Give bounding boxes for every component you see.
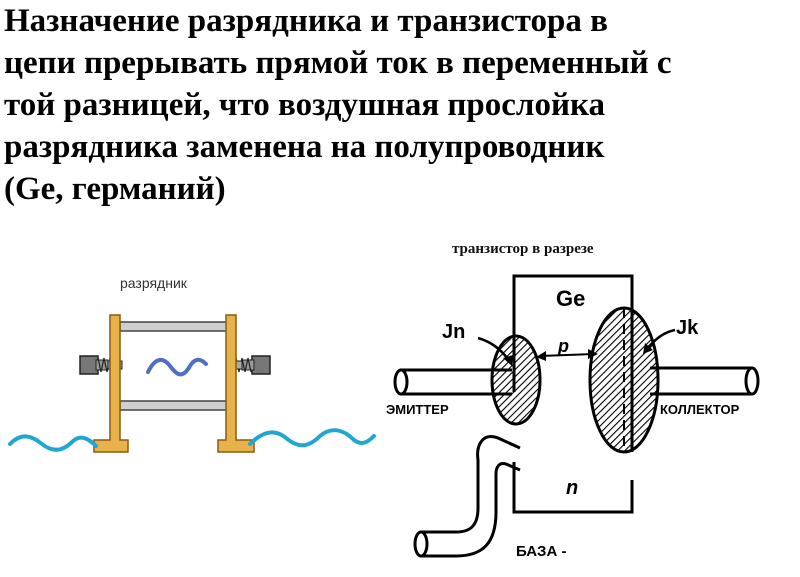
right-wire-wave	[248, 428, 376, 448]
p-pointer-head-left	[536, 351, 546, 361]
spark-gap-caption: разрядник	[120, 275, 188, 291]
ge-block-bottom	[512, 462, 634, 514]
bottom-rod	[119, 400, 231, 411]
base-lead-end	[413, 530, 429, 558]
p-region-label: p	[557, 336, 569, 356]
base-lead-inner	[420, 462, 521, 558]
emitter-label: ЭМИТТЕР	[386, 402, 449, 417]
ge-label: Ge	[556, 286, 585, 311]
jn-label: Jn	[442, 321, 465, 343]
spark-arc	[146, 357, 208, 377]
transistor-diagram: транзистор в разрезе Ge Jn Jk p	[386, 241, 760, 560]
top-rod	[119, 321, 231, 332]
headline-text: Назначение разрядника и транзистора в це…	[4, 3, 672, 207]
p-pointer	[539, 353, 595, 357]
transistor-caption: транзистор в разрезе	[452, 241, 594, 257]
collector-label: КОЛЛЕКТОР	[660, 402, 740, 417]
jn-pointer-head	[503, 355, 513, 366]
emitter-lead-end	[393, 368, 409, 396]
spark-gap-diagram: разрядник	[8, 275, 376, 453]
jk-label: Jk	[676, 317, 699, 339]
jk-pointer-head	[643, 343, 653, 354]
right-bracket	[217, 314, 255, 453]
p-pointer-head-right	[588, 349, 598, 359]
left-bracket	[93, 314, 129, 453]
left-wire-wave	[8, 434, 98, 452]
collector-lead-end	[744, 366, 760, 396]
n-region-label: n	[566, 477, 578, 499]
base-label: БАЗА -	[516, 543, 566, 560]
base-lead-outer	[420, 435, 521, 534]
